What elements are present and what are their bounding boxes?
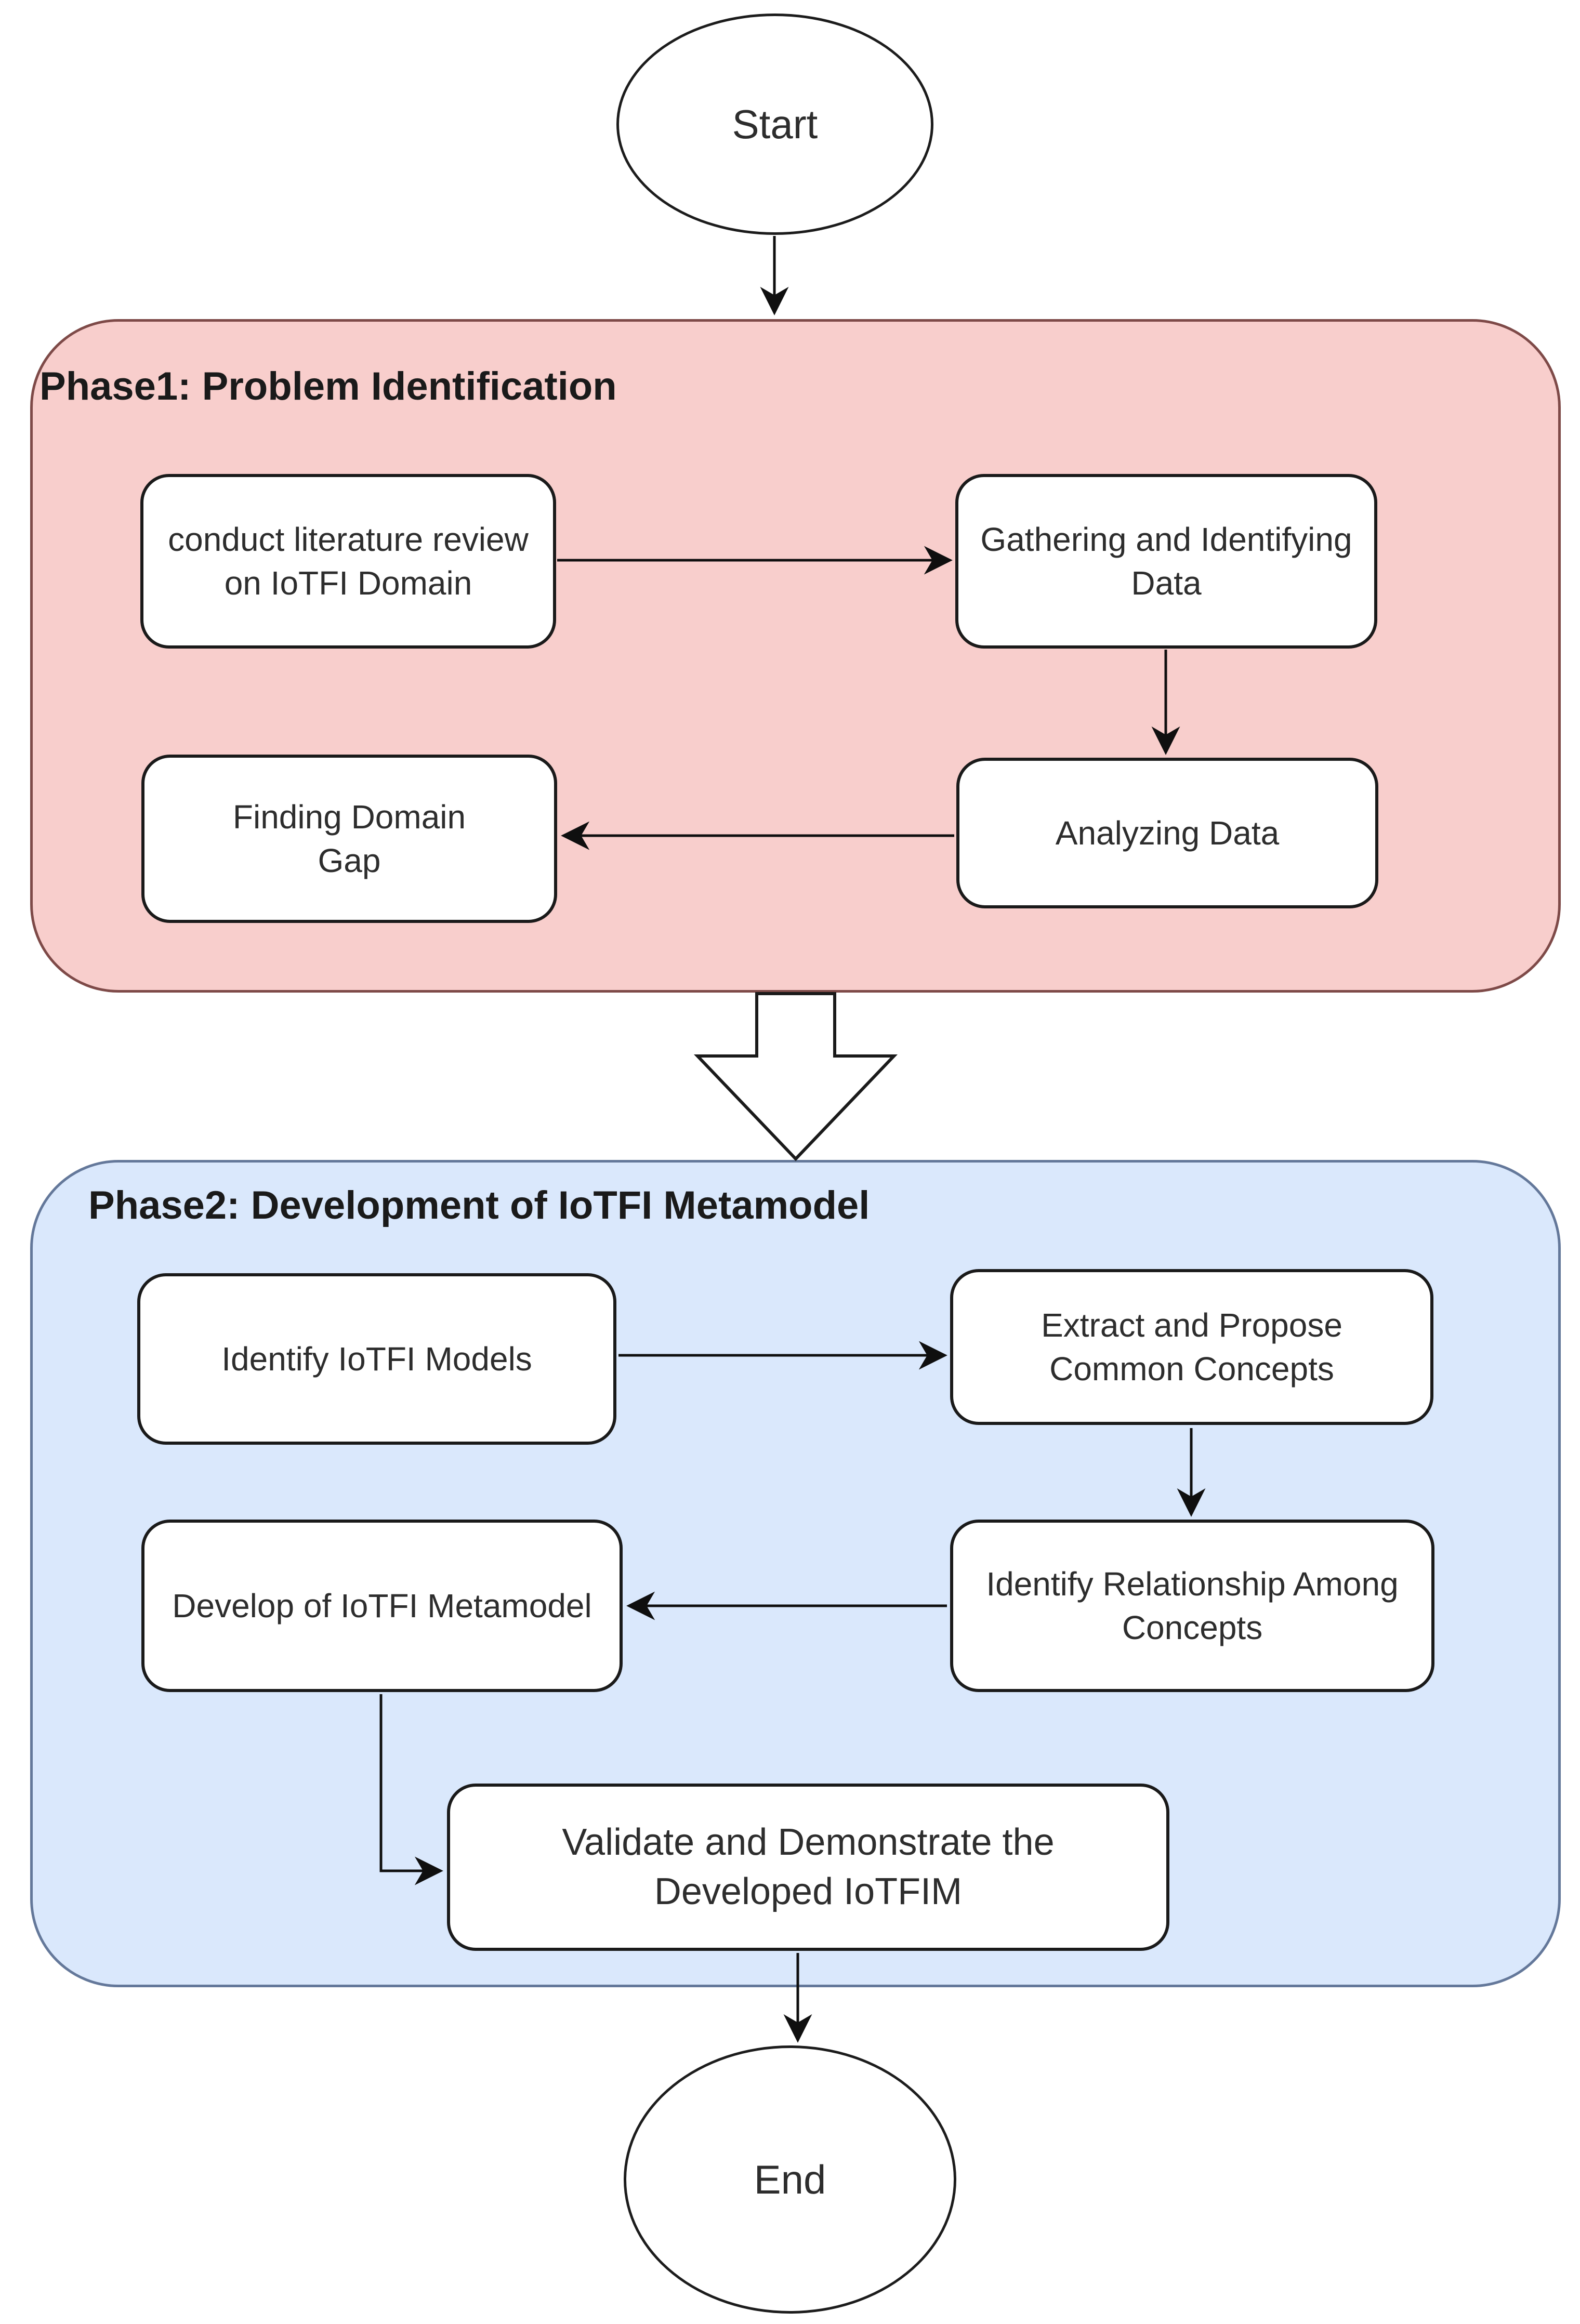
- step-identify-iotfi-models: Identify IoTFI Models: [137, 1273, 616, 1445]
- edge-develop-validate: [379, 1694, 443, 1885]
- start-terminator: Start: [616, 14, 933, 235]
- step-label: conduct literature review on IoTFI Domai…: [168, 520, 529, 602]
- step-analyzing-data: Analyzing Data: [956, 758, 1378, 908]
- phase1-title: Phase1: Problem Identification: [40, 364, 617, 408]
- step-gathering-identifying-data: Gathering and Identifying Data: [955, 474, 1377, 649]
- step-finding-domain-gap: Finding Domain Gap: [141, 755, 557, 923]
- step-validate-demonstrate-iotfim: Validate and Demonstrate the Developed I…: [447, 1784, 1169, 1951]
- step-label: Develop of IoTFI Metamodel: [172, 1587, 592, 1625]
- step-label: Identify IoTFI Models: [221, 1340, 532, 1378]
- step-label: Analyzing Data: [1055, 814, 1280, 852]
- phase-transition-arrow: [693, 992, 898, 1161]
- phase2-title: Phase2: Development of IoTFI Metamodel: [88, 1183, 870, 1227]
- step-label: Extract and Propose Common Concepts: [1041, 1306, 1342, 1388]
- step-conduct-literature-review: conduct literature review on IoTFI Domai…: [140, 474, 556, 649]
- end-terminator: End: [624, 2045, 956, 2314]
- step-label: Gathering and Identifying Data: [980, 520, 1352, 602]
- step-extract-propose-common-concepts: Extract and Propose Common Concepts: [950, 1269, 1433, 1425]
- step-label: Identify Relationship Among Concepts: [986, 1565, 1399, 1646]
- step-identify-relationship-among-concepts: Identify Relationship Among Concepts: [950, 1520, 1434, 1692]
- end-label: End: [754, 2156, 826, 2202]
- start-label: Start: [732, 101, 818, 147]
- step-label: Finding Domain Gap: [232, 798, 466, 879]
- step-develop-iotfi-metamodel: Develop of IoTFI Metamodel: [141, 1520, 623, 1692]
- step-label: Validate and Demonstrate the Developed I…: [562, 1821, 1055, 1912]
